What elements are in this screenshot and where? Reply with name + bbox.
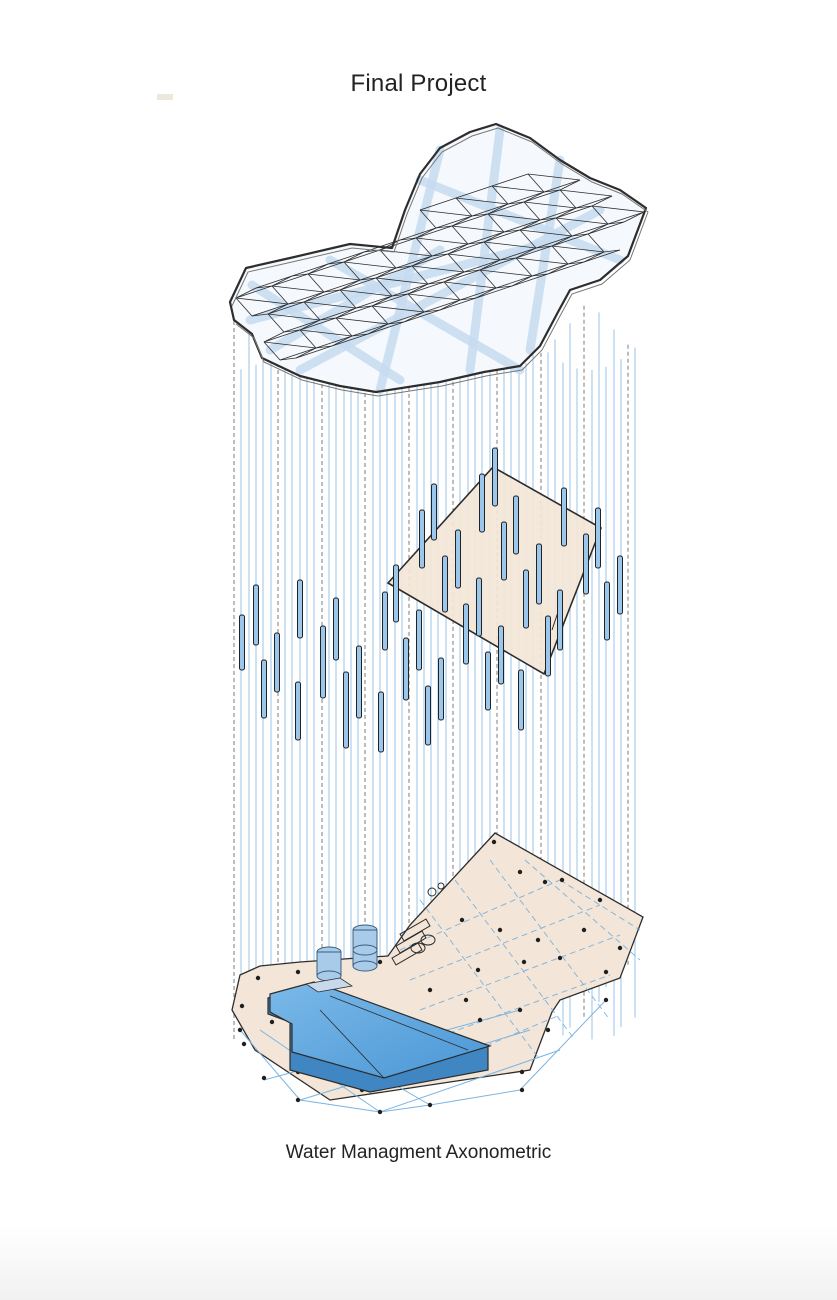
canopy-icon xyxy=(228,122,649,397)
rain-tube-icon xyxy=(239,447,623,753)
tab-marker-icon xyxy=(157,94,173,100)
figure-caption: Water Managment Axonometric xyxy=(285,1142,552,1163)
page-title: Final Project xyxy=(350,70,487,97)
retention-basin xyxy=(267,977,492,1093)
pipe-fittings xyxy=(391,882,445,966)
